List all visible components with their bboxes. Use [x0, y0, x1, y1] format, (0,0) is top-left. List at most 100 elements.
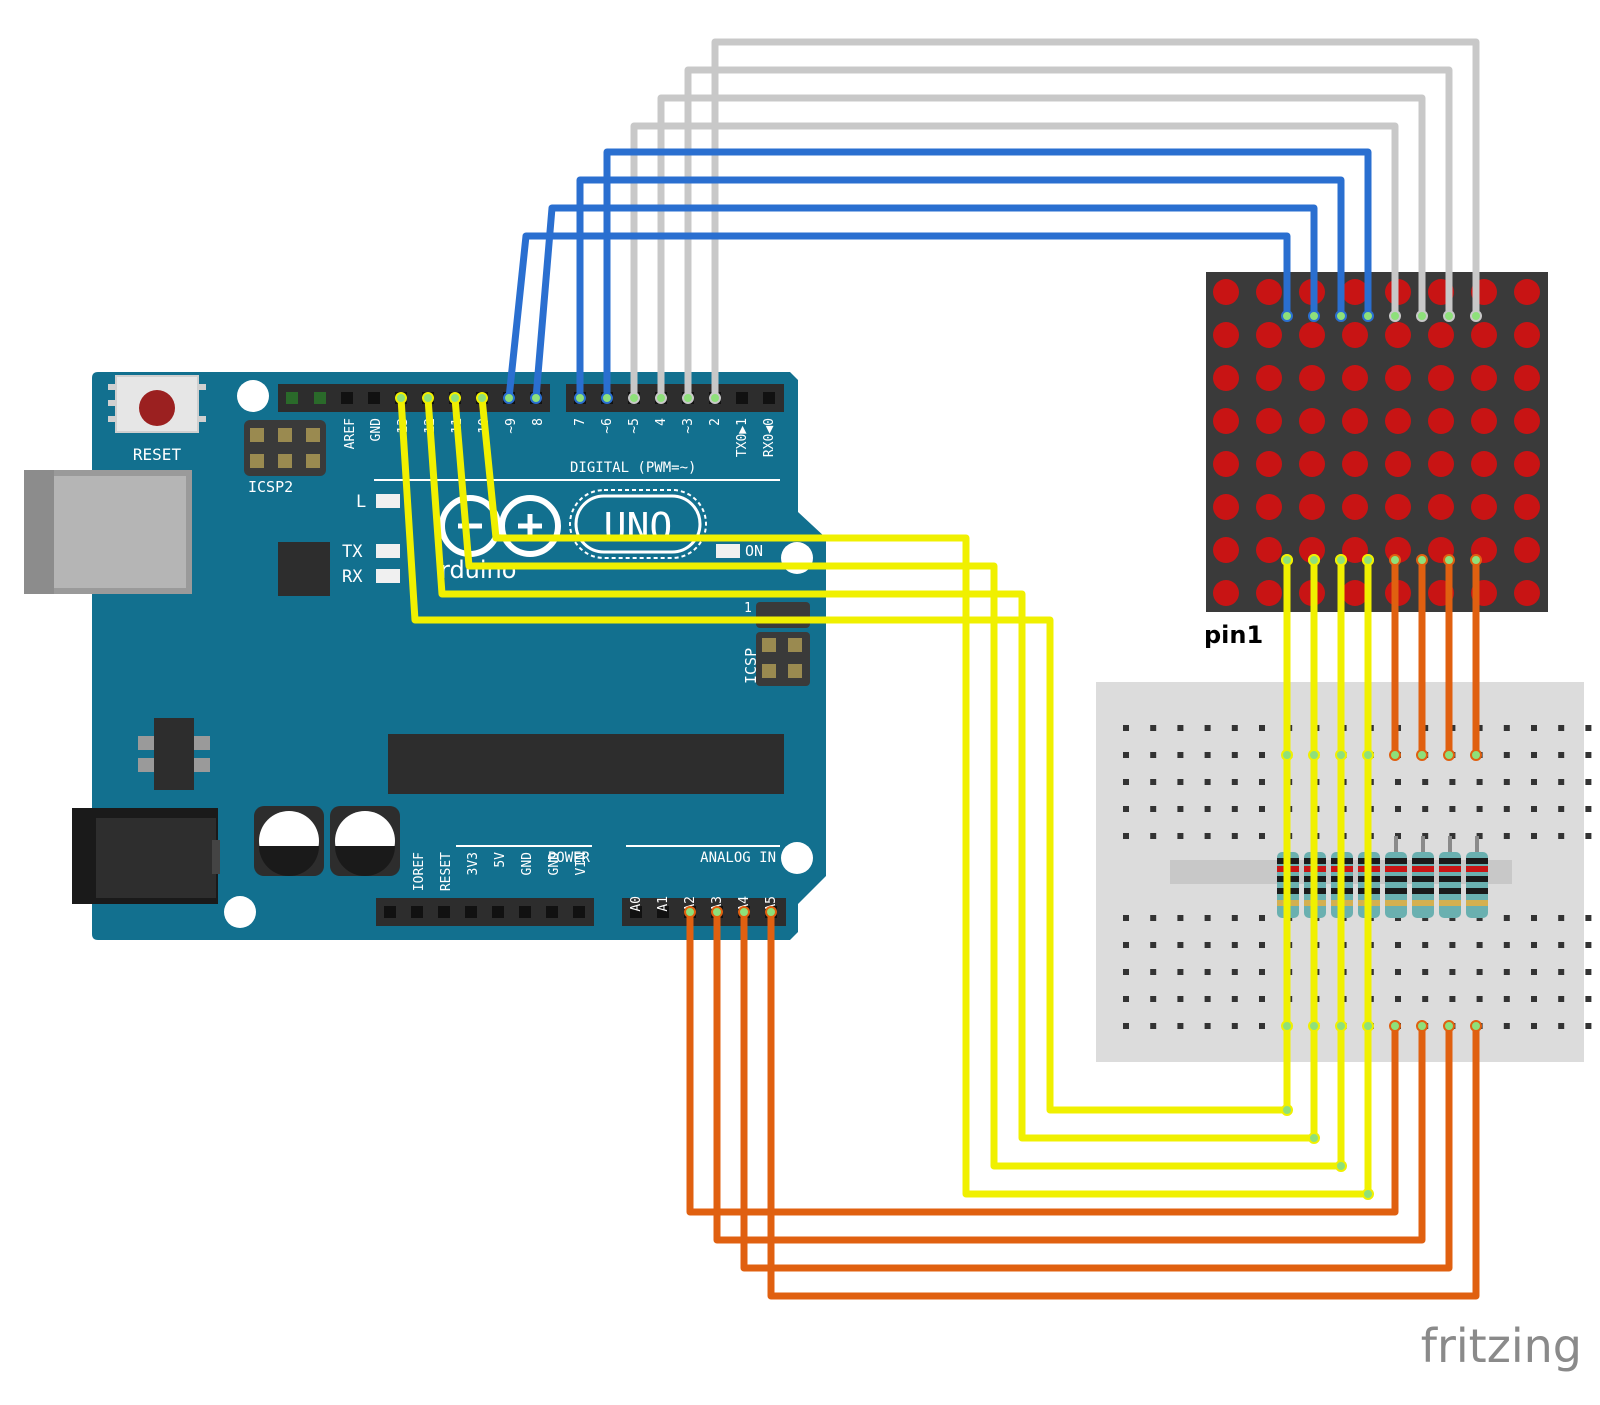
breadboard-hole [1585, 752, 1592, 758]
matrix-led [1299, 322, 1325, 348]
pin-label: ~9 [504, 418, 519, 434]
breadboard-hole [1422, 996, 1429, 1002]
reset-button[interactable] [108, 375, 206, 433]
header-hole [492, 906, 504, 918]
breadboard-hole [1204, 915, 1211, 921]
matrix-led [1213, 365, 1239, 391]
led-rx [376, 569, 400, 583]
breadboard-hole [1449, 806, 1456, 812]
matrix-led [1213, 322, 1239, 348]
wire-endpoint [709, 392, 721, 404]
wire-endpoint [449, 392, 461, 404]
breadboard-hole [1123, 752, 1129, 758]
wire-endpoint [1362, 1188, 1374, 1200]
wire-endpoint [395, 392, 407, 404]
matrix-led [1256, 494, 1282, 520]
wire-endpoint [1362, 554, 1374, 566]
wire-endpoint [1308, 310, 1320, 322]
led-matrix-8x8 [1206, 272, 1548, 612]
breadboard-hole [1585, 942, 1592, 948]
breadboard-hole [1123, 915, 1129, 921]
led-tx-label: TX [342, 542, 363, 562]
breadboard-hole [1123, 1023, 1129, 1029]
breadboard-hole [1422, 806, 1429, 812]
matrix-led [1385, 365, 1411, 391]
power-header [376, 898, 594, 926]
breadboard-hole [1259, 725, 1265, 731]
breadboard-hole [1503, 833, 1510, 839]
breadboard-hole [1123, 969, 1129, 975]
matrix-led [1385, 408, 1411, 434]
breadboard-hole [1476, 806, 1483, 812]
breadboard-hole [1449, 779, 1456, 785]
breadboard-hole [1259, 833, 1265, 839]
wire-endpoint [1443, 310, 1455, 322]
gray-wire [711, 38, 1480, 402]
breadboard-hole [1531, 942, 1537, 948]
matrix-led [1514, 451, 1540, 477]
breadboard-hole [1422, 969, 1429, 975]
icsp-label: ICSP [742, 648, 760, 684]
breadboard-hole [1531, 996, 1537, 1002]
matrix-led [1428, 494, 1454, 520]
breadboard-hole [1204, 725, 1211, 731]
header-hole [657, 906, 669, 918]
breadboard-hole [1558, 996, 1565, 1002]
breadboard-hole [1259, 1023, 1265, 1029]
matrix-led [1342, 279, 1368, 305]
breadboard-hole [1531, 833, 1537, 839]
matrix-led [1342, 365, 1368, 391]
breadboard-hole [1503, 752, 1510, 758]
matrix-led [1299, 365, 1325, 391]
wire-endpoint [655, 392, 667, 404]
wire-endpoint [1389, 1020, 1401, 1032]
usb-connector [24, 470, 192, 594]
wire-endpoint [422, 392, 434, 404]
matrix-led [1213, 451, 1239, 477]
matrix-led [1514, 494, 1540, 520]
breadboard-hole [1204, 969, 1211, 975]
voltage-regulator [138, 718, 210, 790]
breadboard-hole [1558, 915, 1565, 921]
breadboard-hole [1177, 915, 1184, 921]
wire-endpoint [1389, 554, 1401, 566]
breadboard-hole [1585, 806, 1592, 812]
header-hole [286, 392, 298, 404]
orange-wire [713, 908, 1426, 1244]
digital-header-right [566, 384, 784, 412]
breadboard-hole [1177, 996, 1184, 1002]
breadboard-hole [1231, 969, 1238, 975]
matrix-led [1256, 365, 1282, 391]
breadboard-hole [1123, 725, 1129, 731]
led-l [376, 494, 400, 508]
breadboard-hole [1449, 969, 1456, 975]
orange-wire [740, 908, 1453, 1272]
matrix-led [1213, 408, 1239, 434]
header-hole [519, 906, 531, 918]
header-hole [736, 392, 748, 404]
matrix-led [1256, 451, 1282, 477]
led-l-label: L [356, 492, 366, 512]
breadboard-hole [1150, 996, 1157, 1002]
wire-endpoint [1443, 1020, 1455, 1032]
dc-power-jack [72, 808, 220, 904]
matrix-led [1256, 279, 1282, 305]
breadboard-hole [1177, 752, 1184, 758]
breadboard-hole [1204, 806, 1211, 812]
breadboard-hole [1259, 752, 1265, 758]
wire-endpoint [476, 392, 488, 404]
header-hole [411, 906, 423, 918]
wire-endpoint [574, 392, 586, 404]
matrix-led [1256, 408, 1282, 434]
breadboard-hole [1123, 806, 1129, 812]
breadboard-hole [1422, 833, 1429, 839]
matrix-led [1342, 408, 1368, 434]
led-matrix-body [1206, 272, 1548, 612]
wire-endpoint [1443, 749, 1455, 761]
mounting-hole [237, 380, 269, 412]
pin-label: 2 [708, 418, 723, 426]
wire-endpoint [1416, 749, 1428, 761]
matrix-led [1342, 451, 1368, 477]
breadboard-hole [1150, 725, 1157, 731]
